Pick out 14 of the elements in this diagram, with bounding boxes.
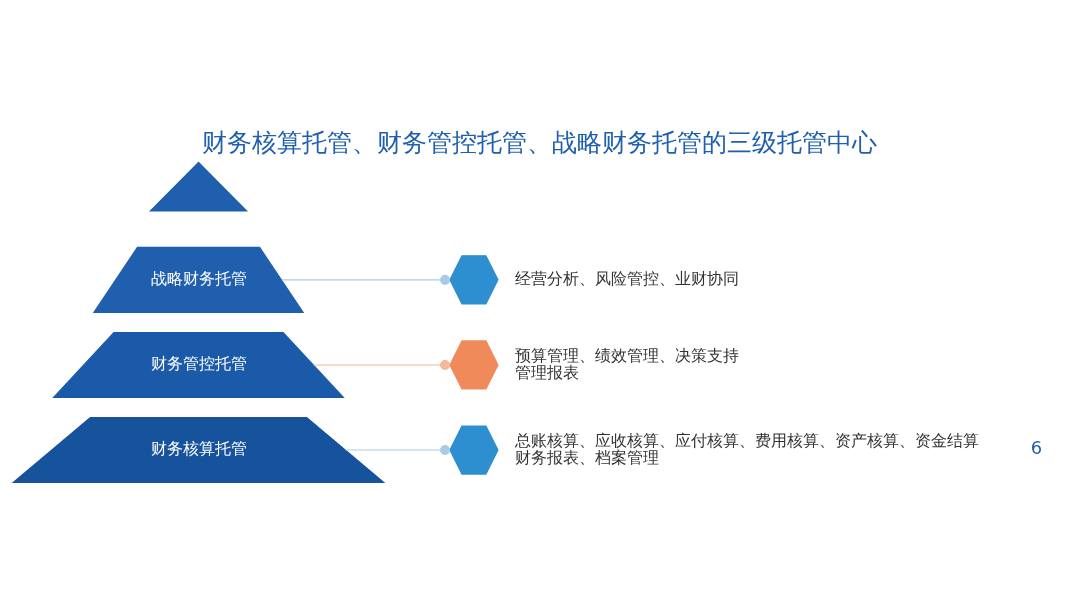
label: 6 bbox=[1030, 436, 1043, 458]
node-hexagon bbox=[449, 339, 499, 390]
node-label: 财务报表、档案管理 bbox=[514, 447, 659, 467]
connector bbox=[281, 274, 451, 285]
connector bbox=[312, 359, 451, 370]
diagram-title: 财务核算托管、财务管控托管、战略财务托管的三级托管中心 bbox=[202, 127, 878, 157]
node-triangle bbox=[149, 161, 248, 212]
node-label: 管理报表 bbox=[514, 362, 579, 381]
node-label: 总账核算、应收核算、应付核算、费用核算、资产核算、资金结算 bbox=[514, 430, 979, 450]
node-label: 预算管理、绩效管理、决策支持 bbox=[514, 345, 739, 365]
connector bbox=[344, 444, 451, 455]
node-hexagon bbox=[449, 424, 499, 475]
node-label: 经营分析、风险管控、业财协同 bbox=[514, 268, 739, 288]
node-hexagon bbox=[449, 254, 499, 304]
